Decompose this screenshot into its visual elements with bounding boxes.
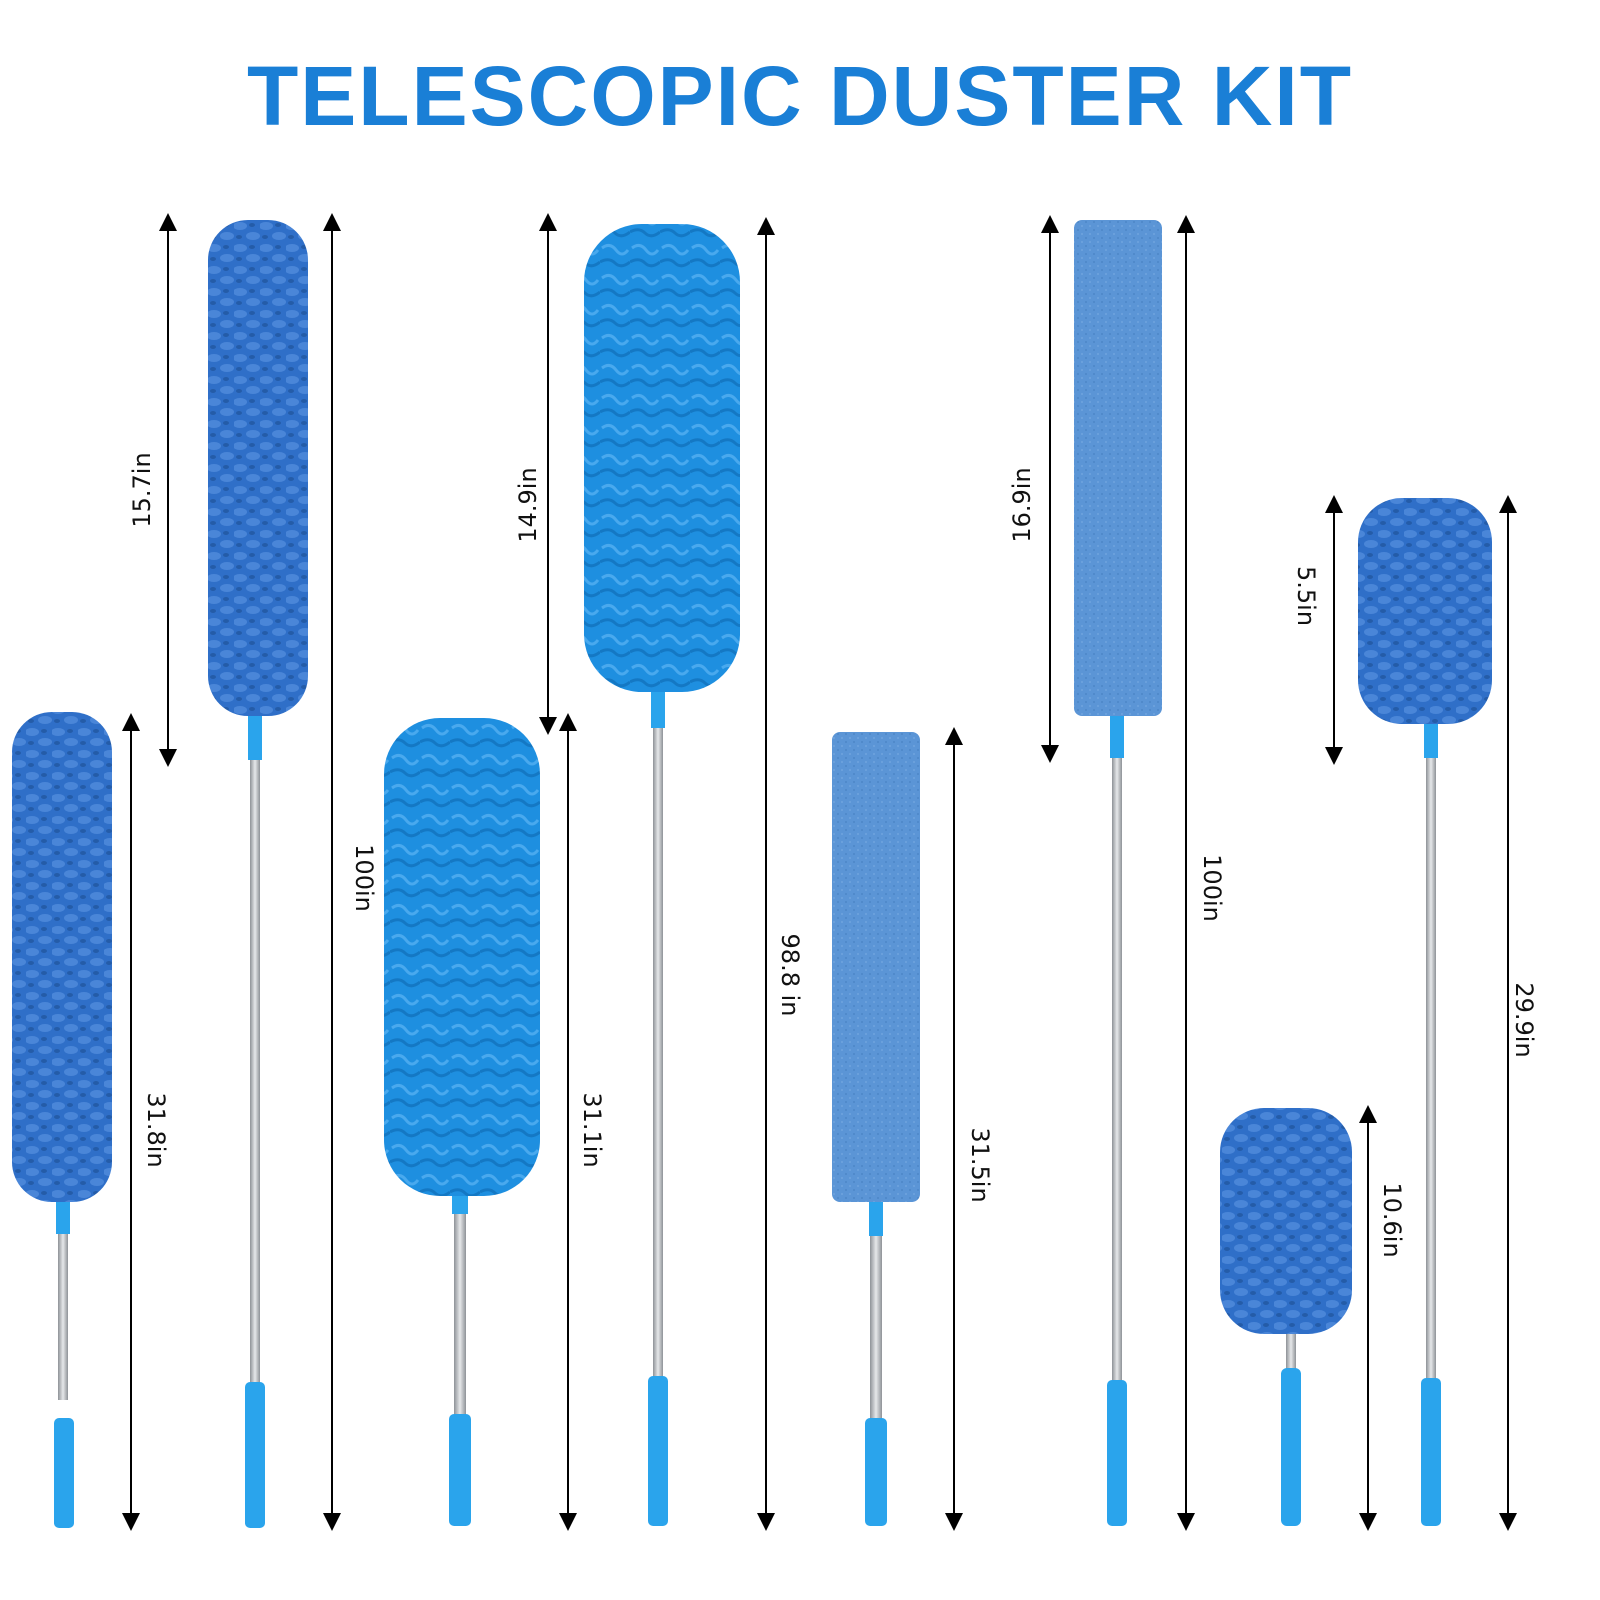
length-label: 98.8 in	[776, 934, 804, 1017]
flat-pad-head	[1074, 220, 1162, 716]
duster-mini-chenille-short	[1220, 1108, 1352, 1526]
head-label: 14.9in	[514, 467, 542, 542]
pole	[1112, 756, 1122, 1386]
length-label: 100in	[1198, 854, 1226, 922]
chenille-head	[208, 220, 308, 716]
head-label: 15.7in	[128, 452, 156, 527]
pole	[1286, 1330, 1296, 1374]
length-label: 31.5in	[966, 1127, 994, 1202]
handle-grip	[648, 1376, 668, 1526]
duster-mini-chenille-extended	[1358, 498, 1492, 1526]
handle-grip	[449, 1414, 471, 1526]
chenille-head	[1220, 1108, 1352, 1334]
length-label: 29.9in	[1510, 982, 1538, 1057]
head-connector	[248, 712, 262, 760]
pole	[58, 1232, 68, 1400]
length-label: 10.6in	[1378, 1182, 1406, 1257]
pole	[653, 726, 663, 1382]
head-connector	[869, 1200, 883, 1236]
dimension-labels: 31.8in 15.7in 100in 14.9in 31.1in 98.8 i…	[128, 452, 1538, 1257]
head-connector	[1424, 720, 1438, 758]
length-label: 31.1in	[578, 1092, 606, 1167]
head-connector	[1110, 712, 1124, 758]
head-label: 16.9in	[1008, 467, 1036, 542]
handle-grip	[54, 1418, 74, 1528]
chenille-head	[12, 712, 112, 1202]
handle-grip	[1281, 1368, 1301, 1526]
head-label: 5.5in	[1292, 566, 1320, 626]
handle-grip	[865, 1418, 887, 1526]
fluffy-head	[584, 224, 740, 692]
duster-flat-extended	[1074, 220, 1162, 1526]
duster-chenille-long-extended	[208, 220, 308, 1528]
duster-fluffy-short	[384, 718, 540, 1526]
duster-flat-short	[832, 732, 920, 1526]
length-label: 100in	[350, 844, 378, 912]
head-connector	[651, 684, 665, 728]
page-title: TELESCOPIC DUSTER KIT	[246, 49, 1354, 143]
dimension-arrows	[122, 213, 1517, 1531]
fluffy-head	[384, 718, 540, 1196]
pole	[250, 758, 260, 1388]
duster-chenille-long-short	[12, 712, 112, 1528]
chenille-head	[1358, 498, 1492, 724]
handle-grip	[245, 1382, 265, 1528]
head-connector	[56, 1200, 70, 1234]
pole	[1426, 756, 1436, 1386]
pole	[454, 1212, 466, 1422]
handle-grip	[1107, 1380, 1127, 1526]
handle-grip	[1421, 1378, 1441, 1526]
pole	[870, 1234, 882, 1422]
length-label: 31.8in	[142, 1092, 170, 1167]
flat-pad-head	[832, 732, 920, 1202]
duster-fluffy-extended	[584, 224, 740, 1526]
